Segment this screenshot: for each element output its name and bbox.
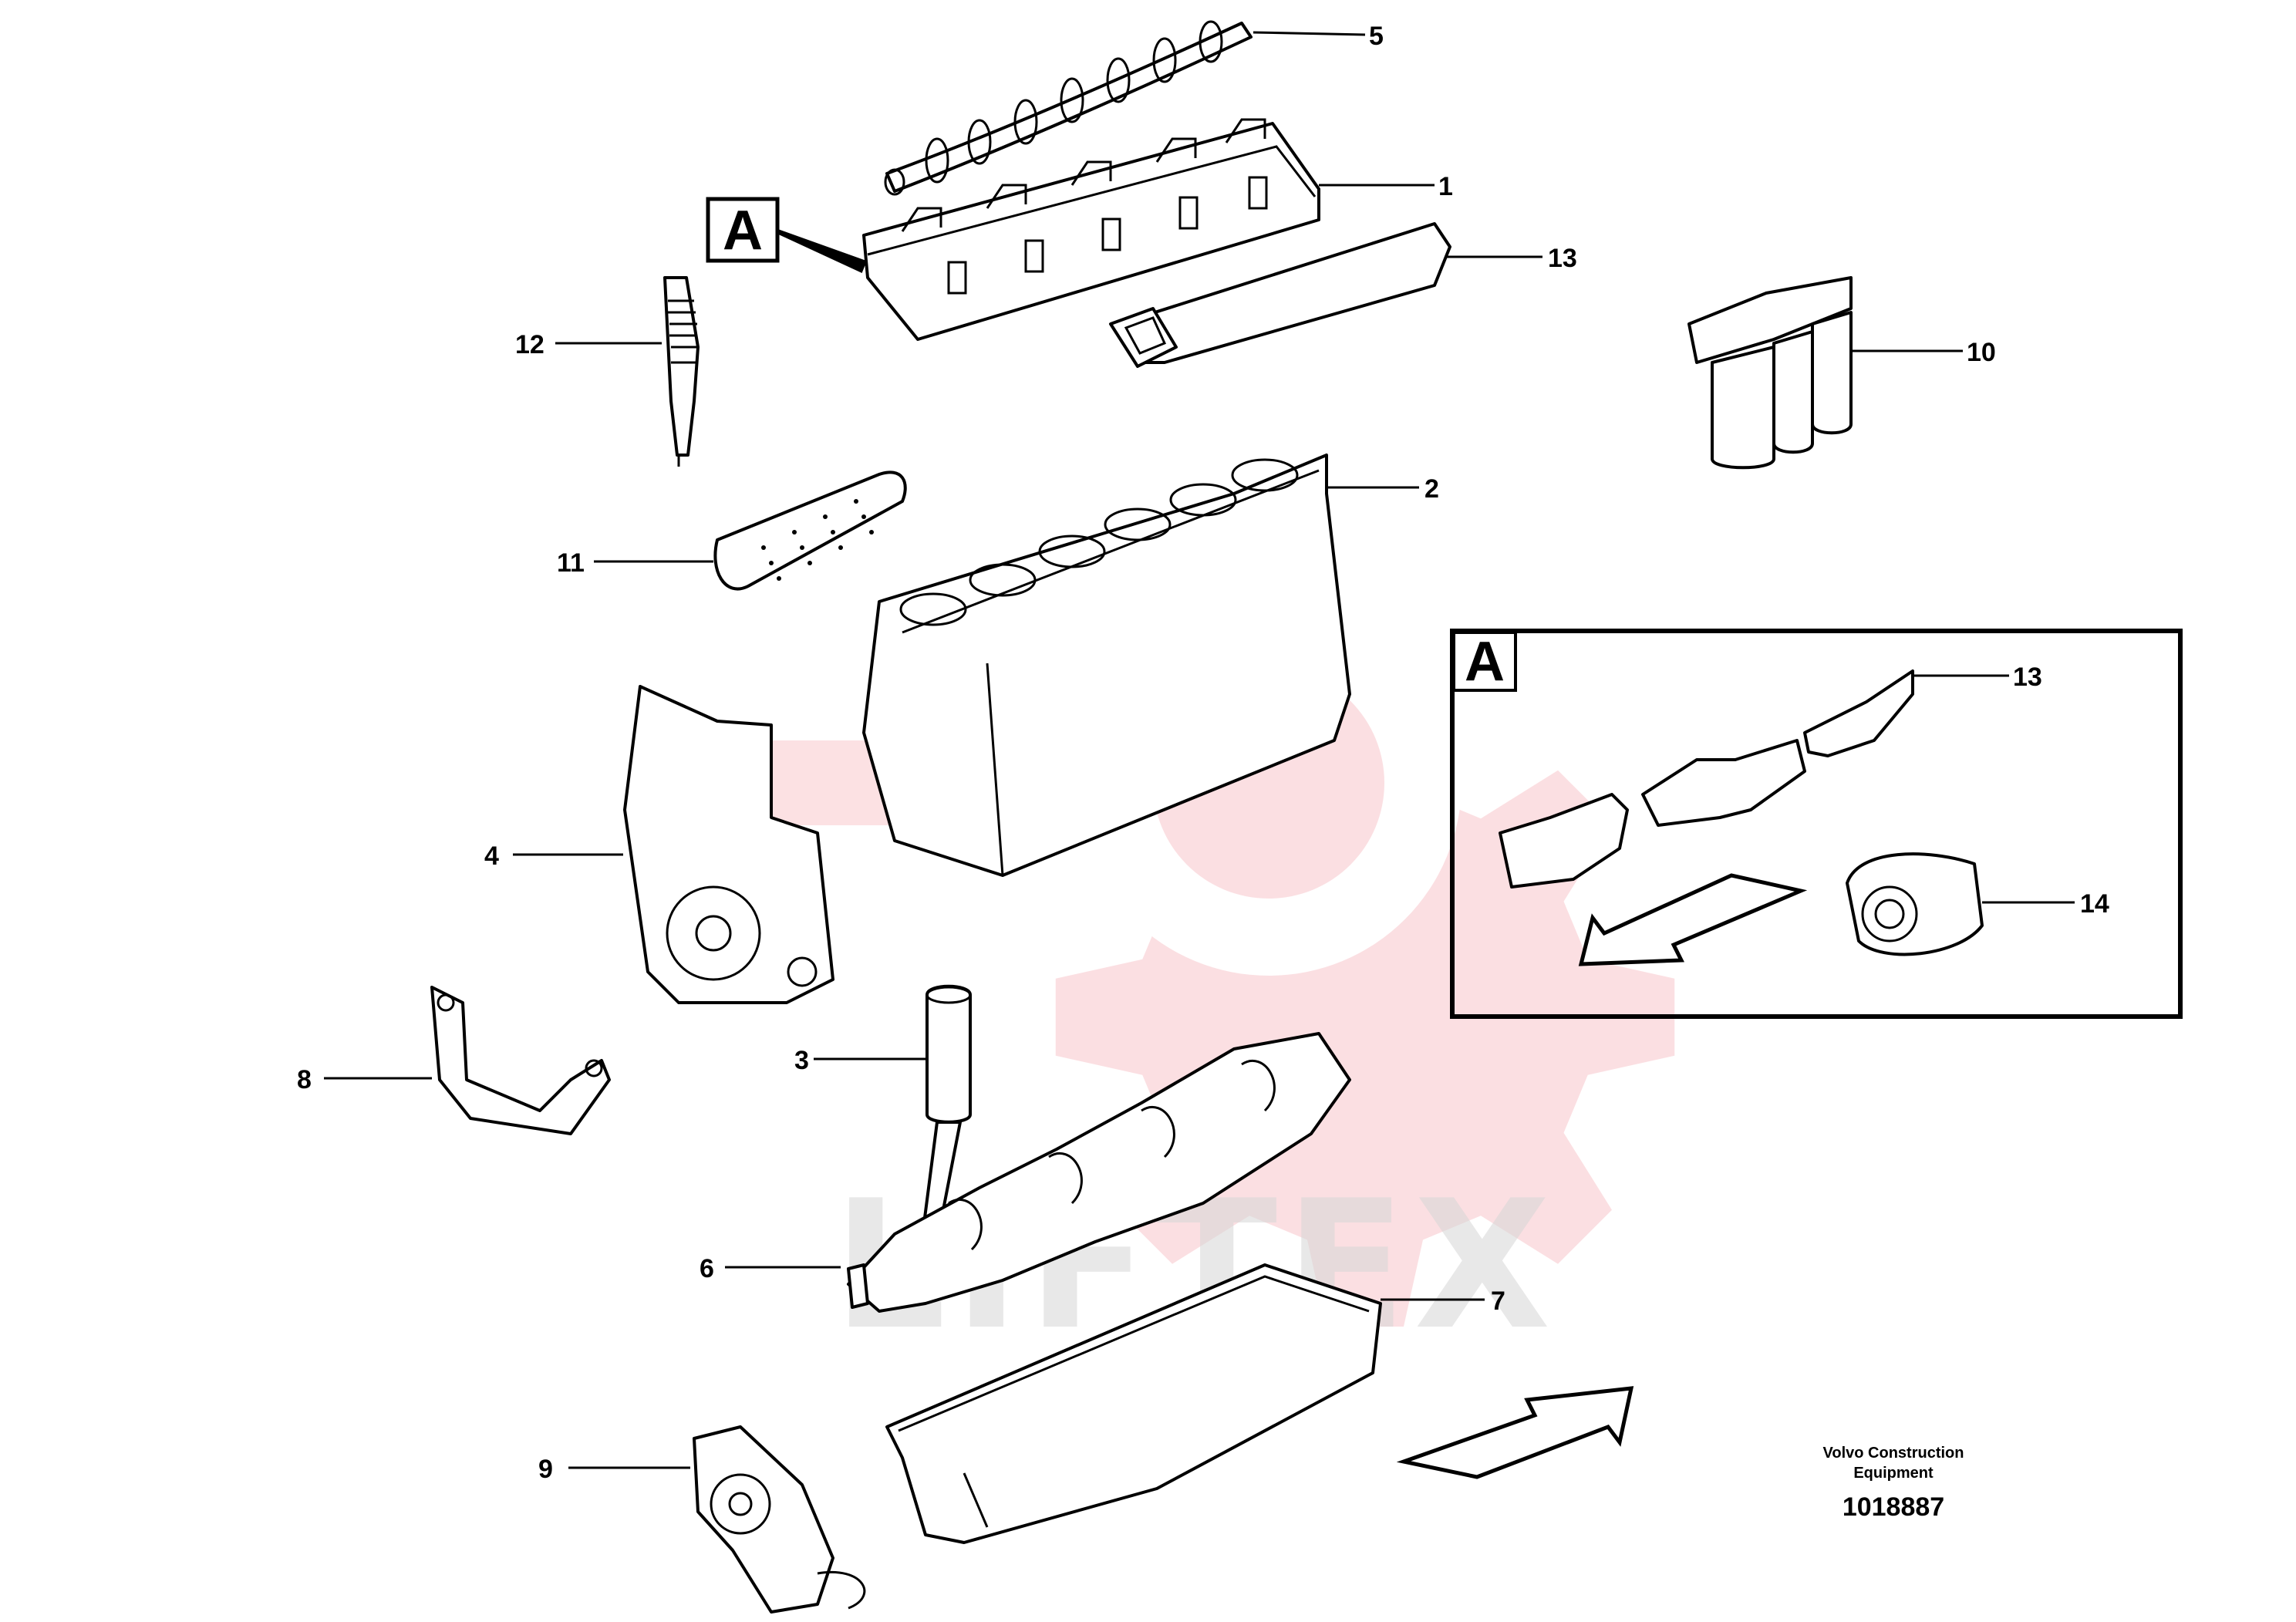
label-12: 12 [515, 330, 544, 359]
label-13: 13 [1548, 244, 1577, 273]
front-direction-arrow [1396, 1386, 1634, 1479]
exhaust-manifold [1109, 222, 1451, 368]
manifold-sections [1499, 669, 1914, 889]
label-5: 5 [1369, 22, 1384, 51]
detail-view-letter: A [1465, 631, 1505, 693]
bracket [430, 986, 611, 1135]
caption-company-line1: Volvo Construction [1823, 1445, 1964, 1462]
label-6: 6 [700, 1254, 714, 1283]
label-4: 4 [484, 841, 499, 871]
view-a-callout: A [706, 197, 867, 274]
crankshaft [847, 1032, 1351, 1313]
label-8: 8 [297, 1065, 312, 1094]
fuel-filter-housing [1687, 276, 1853, 470]
figure-caption: Volvo Construction Equipment 1018887 [1823, 1445, 1964, 1522]
oil-cooler [713, 470, 907, 591]
label-3: 3 [794, 1046, 809, 1075]
detail-view-a: A [1450, 629, 2183, 1019]
label-9: 9 [538, 1455, 553, 1484]
detail-direction-arrow [1578, 873, 1808, 966]
label-2: 2 [1424, 474, 1439, 504]
oil-pump [693, 1425, 866, 1614]
leader-lines [324, 31, 2075, 1469]
oil-sump [885, 1263, 1382, 1544]
caption-number: 1018887 [1843, 1492, 1944, 1522]
label-1: 1 [1438, 172, 1453, 201]
injector [663, 276, 700, 467]
cylinder-head [862, 118, 1320, 341]
engine-block [862, 454, 1351, 877]
label-10: 10 [1967, 338, 1996, 367]
view-a-letter: A [723, 200, 763, 261]
detail-label-14: 14 [2080, 889, 2109, 919]
part-number-labels: 5 1 13 10 12 2 11 4 3 8 6 7 9 13 14 [297, 22, 2109, 1484]
caption-company-line2: Equipment [1853, 1465, 1934, 1482]
label-7: 7 [1491, 1286, 1505, 1316]
label-11: 11 [557, 548, 585, 578]
camshaft [884, 20, 1253, 196]
turbocharger [1846, 852, 1984, 956]
timing-gear-cover [623, 685, 834, 1004]
detail-label-13: 13 [2013, 663, 2042, 692]
